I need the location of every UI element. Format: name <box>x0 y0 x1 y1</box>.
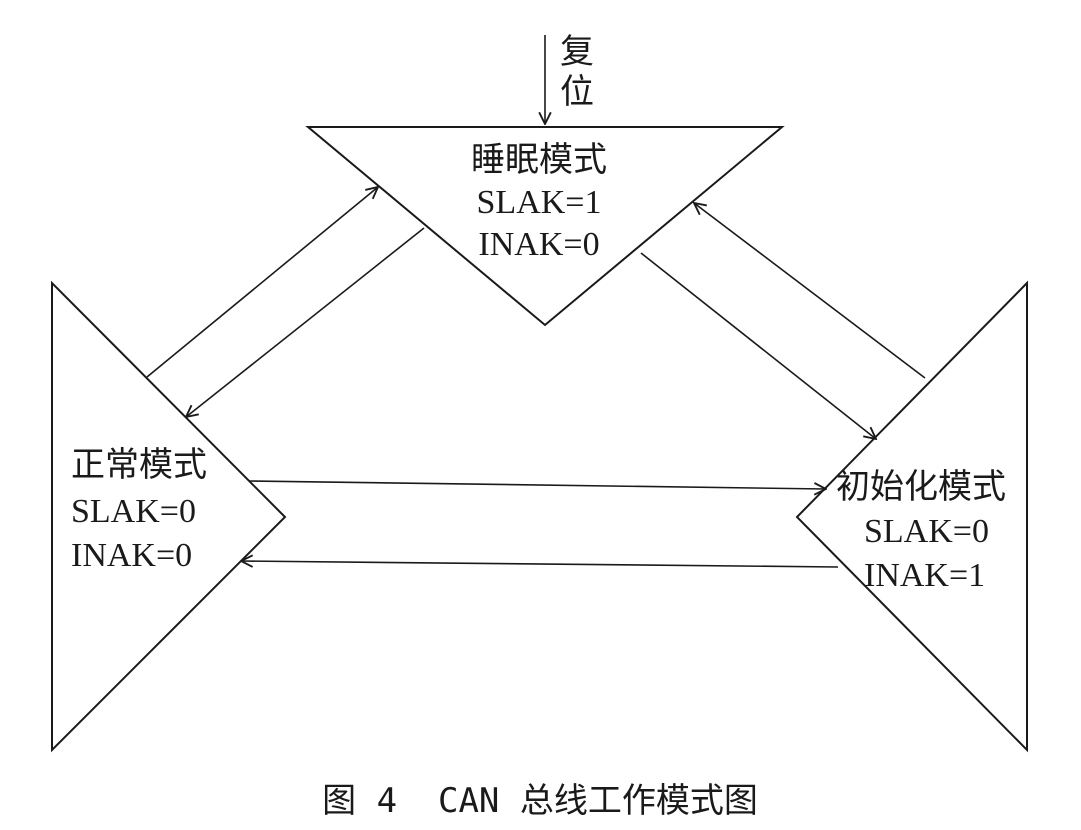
arrow-sleep-to-normal <box>186 227 425 417</box>
normal-mode-triangle <box>51 280 287 753</box>
init-mode-title: 初始化模式 <box>836 468 1006 506</box>
arrow-normal-to-init <box>248 480 826 489</box>
arrow-init-to-normal <box>241 561 839 568</box>
normal-mode-title: 正常模式 <box>71 446 207 484</box>
figure-caption: 图 4 CAN 总线工作模式图 <box>322 781 758 821</box>
init-mode-triangle <box>795 280 1028 753</box>
reset-label-line2: 位 <box>560 73 594 111</box>
init-mode-inak: INAK=1 <box>864 557 985 594</box>
sleep-mode-inak: INAK=0 <box>478 226 599 263</box>
sleep-mode-triangle <box>305 126 785 327</box>
normal-mode-inak: INAK=0 <box>71 537 192 574</box>
normal-mode-slak: SLAK=0 <box>71 493 196 530</box>
reset-label-line1: 复 <box>560 33 594 71</box>
sleep-mode-slak: SLAK=1 <box>477 184 602 221</box>
sleep-mode-title: 睡眠模式 <box>471 141 607 179</box>
arrow-normal-to-sleep <box>146 187 378 378</box>
arrow-sleep-to-init <box>640 252 876 439</box>
arrow-init-to-sleep <box>694 203 926 379</box>
init-mode-slak: SLAK=0 <box>864 513 989 550</box>
